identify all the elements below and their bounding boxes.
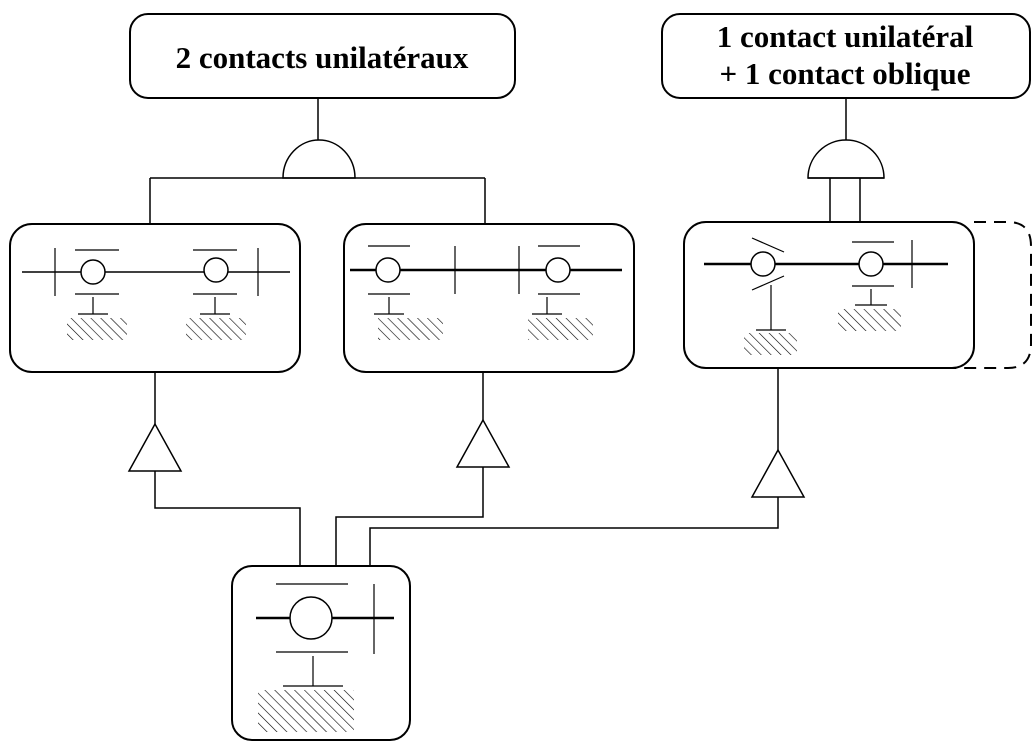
and-gate-right (807, 98, 885, 222)
dashed-bracket (944, 221, 1032, 369)
or-gate-3 (750, 368, 806, 498)
config-box-2 (343, 223, 635, 373)
label-two-unilateral-text: 2 contacts unilatéraux (176, 40, 469, 75)
label-unilateral-oblique-line2: + 1 contact oblique (719, 56, 970, 91)
or-gate-2 (455, 372, 511, 468)
label-box-two-unilateral: 2 contacts unilatéraux (129, 13, 516, 99)
label-unilateral-oblique-line1: 1 contact unilatéral (717, 19, 974, 54)
connectors-bottom (154, 467, 779, 566)
label-box-unilateral-oblique: 1 contact unilatéral + 1 contact oblique (661, 13, 1031, 99)
and-gate-left (149, 98, 486, 224)
config-box-1 (9, 223, 301, 373)
or-gate-1 (127, 372, 183, 472)
config-box-3 (683, 221, 975, 369)
base-config-box (231, 565, 411, 741)
